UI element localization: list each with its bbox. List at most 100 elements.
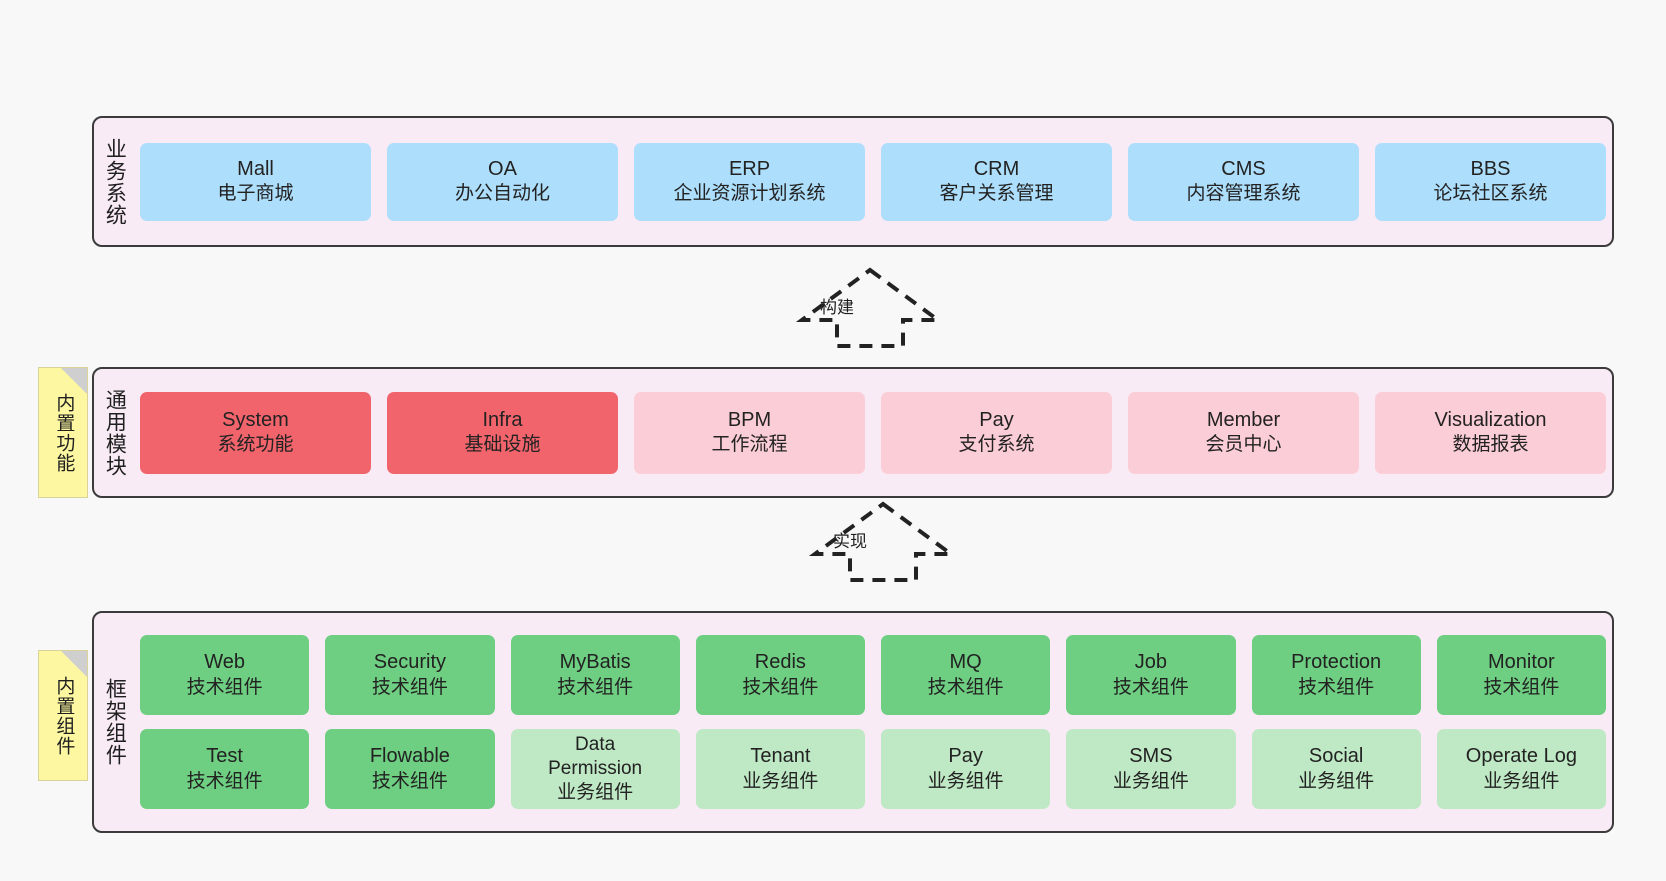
- box-desc: 业务组件: [927, 770, 1004, 792]
- component-box-sms[interactable]: SMS 业务组件: [1066, 729, 1236, 809]
- box-desc: 数据报表: [1452, 434, 1529, 456]
- box-desc: 业务组件: [1298, 770, 1375, 792]
- component-box-social[interactable]: Social 业务组件: [1251, 729, 1421, 809]
- component-box-pay[interactable]: Pay 业务组件: [881, 729, 1051, 809]
- box-name: MQ: [949, 651, 982, 674]
- box-desc: 业务组件: [1112, 770, 1189, 792]
- module-box-system[interactable]: System 系统功能: [140, 391, 371, 474]
- box-name: Member: [1206, 408, 1281, 431]
- box-desc: 工作流程: [711, 434, 788, 456]
- box-name: Data: [575, 733, 616, 755]
- business-box-crm[interactable]: CRM 客户关系管理: [881, 142, 1112, 221]
- dashed-hollow-arrow-icon: [808, 501, 958, 582]
- component-box-operate-log[interactable]: Operate Log 业务组件: [1436, 729, 1606, 809]
- box-desc: 技术组件: [1298, 676, 1375, 698]
- box-name: CMS: [1221, 157, 1266, 180]
- box-desc: 技术组件: [371, 770, 448, 792]
- connector-build-label: 构建: [820, 298, 854, 317]
- box-desc: 业务组件: [557, 782, 634, 804]
- layer-title-common: 通用模块: [103, 388, 127, 477]
- box-name: OA: [488, 157, 517, 180]
- box-name: Pay: [979, 408, 1014, 431]
- component-box-protection[interactable]: Protection 技术组件: [1251, 635, 1421, 715]
- box-desc: 会员中心: [1205, 434, 1282, 456]
- box-desc: 支付系统: [958, 434, 1035, 456]
- box-desc: 技术组件: [742, 676, 819, 698]
- common-modules-row: System 系统功能 Infra 基础设施 BPM 工作流程 Pay 支付系统…: [134, 369, 1612, 496]
- box-name: Tenant: [750, 745, 811, 768]
- box-desc: 业务组件: [742, 770, 819, 792]
- box-name: Operate Log: [1465, 745, 1577, 768]
- business-box-mall[interactable]: Mall 电子商城: [140, 142, 371, 221]
- box-desc: 基础设施: [464, 434, 541, 456]
- component-box-test[interactable]: Test 技术组件: [140, 729, 310, 809]
- note-builtin-components: 内置组件: [38, 650, 88, 781]
- note-label: 内置组件: [53, 675, 75, 756]
- framework-components-grid: Web 技术组件 Security 技术组件 MyBatis 技术组件 Redi…: [140, 623, 1606, 821]
- note-fold-icon: [61, 368, 87, 394]
- connector-build: [790, 262, 950, 354]
- box-desc: 内容管理系统: [1186, 183, 1301, 205]
- box-desc: 电子商城: [217, 183, 294, 205]
- framework-components-body: Web 技术组件 Security 技术组件 MyBatis 技术组件 Redi…: [134, 613, 1612, 831]
- box-desc: 客户关系管理: [939, 183, 1054, 205]
- component-box-mq[interactable]: MQ 技术组件: [881, 635, 1051, 715]
- note-fold-icon: [61, 651, 87, 677]
- box-name: Redis: [754, 651, 806, 674]
- box-desc: 技术组件: [186, 770, 263, 792]
- component-box-web[interactable]: Web 技术组件: [140, 635, 310, 715]
- business-box-oa[interactable]: OA 办公自动化: [387, 142, 618, 221]
- module-box-infra[interactable]: Infra 基础设施: [387, 391, 618, 474]
- dashed-hollow-arrow-icon: [795, 267, 945, 348]
- box-desc: 技术组件: [1483, 676, 1560, 698]
- business-systems-row: Mall 电子商城 OA 办公自动化 ERP 企业资源计划系统 CRM 客户关系…: [134, 118, 1612, 245]
- box-desc: 技术组件: [1112, 676, 1189, 698]
- component-box-job[interactable]: Job 技术组件: [1066, 635, 1236, 715]
- box-name: MyBatis: [559, 651, 631, 674]
- connector-implement: [803, 496, 963, 588]
- box-name: BPM: [727, 408, 772, 431]
- box-desc: 系统功能: [217, 434, 294, 456]
- box-name: Job: [1134, 651, 1167, 674]
- module-box-member[interactable]: Member 会员中心: [1128, 391, 1359, 474]
- module-box-bpm[interactable]: BPM 工作流程: [634, 391, 865, 474]
- business-box-bbs[interactable]: BBS 论坛社区系统: [1375, 142, 1606, 221]
- business-box-erp[interactable]: ERP 企业资源计划系统: [634, 142, 865, 221]
- box-name: Pay: [948, 745, 983, 768]
- component-box-monitor[interactable]: Monitor 技术组件: [1436, 635, 1606, 715]
- connector-implement-label: 实现: [833, 532, 867, 551]
- box-desc: 业务组件: [1483, 770, 1560, 792]
- layer-framework-components: 框架组件 Web 技术组件 Security 技术组件 MyBatis 技术组件…: [92, 611, 1614, 833]
- component-box-flowable[interactable]: Flowable 技术组件: [325, 729, 495, 809]
- note-builtin-features: 内置功能: [38, 367, 88, 498]
- business-box-cms[interactable]: CMS 内容管理系统: [1128, 142, 1359, 221]
- box-name: Infra: [482, 408, 523, 431]
- component-box-security[interactable]: Security 技术组件: [325, 635, 495, 715]
- layer-title-business: 业务系统: [103, 137, 127, 226]
- box-name: SMS: [1129, 745, 1173, 768]
- box-name: CRM: [973, 157, 1020, 180]
- component-box-mybatis[interactable]: MyBatis 技术组件: [510, 635, 680, 715]
- component-box-redis[interactable]: Redis 技术组件: [695, 635, 865, 715]
- box-name: BBS: [1470, 157, 1511, 180]
- box-name: System: [222, 408, 289, 431]
- component-box-tenant[interactable]: Tenant 业务组件: [695, 729, 865, 809]
- box-desc: 论坛社区系统: [1433, 183, 1548, 205]
- box-name: ERP: [728, 157, 771, 180]
- box-name: Monitor: [1488, 651, 1555, 674]
- component-box-data-permission[interactable]: Data Permission 业务组件: [510, 729, 680, 809]
- layer-business-systems: 业务系统 Mall 电子商城 OA 办公自动化 ERP 企业资源计划系统 CRM…: [92, 116, 1614, 247]
- note-label: 内置功能: [53, 392, 75, 473]
- box-desc: 企业资源计划系统: [673, 183, 826, 205]
- box-name: Security: [373, 651, 446, 674]
- box-name: Protection: [1291, 651, 1382, 674]
- module-box-pay[interactable]: Pay 支付系统: [881, 391, 1112, 474]
- box-desc: 技术组件: [927, 676, 1004, 698]
- box-desc: 技术组件: [186, 676, 263, 698]
- box-desc: 技术组件: [371, 676, 448, 698]
- box-name: Social: [1308, 745, 1364, 768]
- module-box-visualization[interactable]: Visualization 数据报表: [1375, 391, 1606, 474]
- layer-title-framework: 框架组件: [103, 678, 127, 766]
- layer-common-modules: 通用模块 System 系统功能 Infra 基础设施 BPM 工作流程 Pay…: [92, 367, 1614, 498]
